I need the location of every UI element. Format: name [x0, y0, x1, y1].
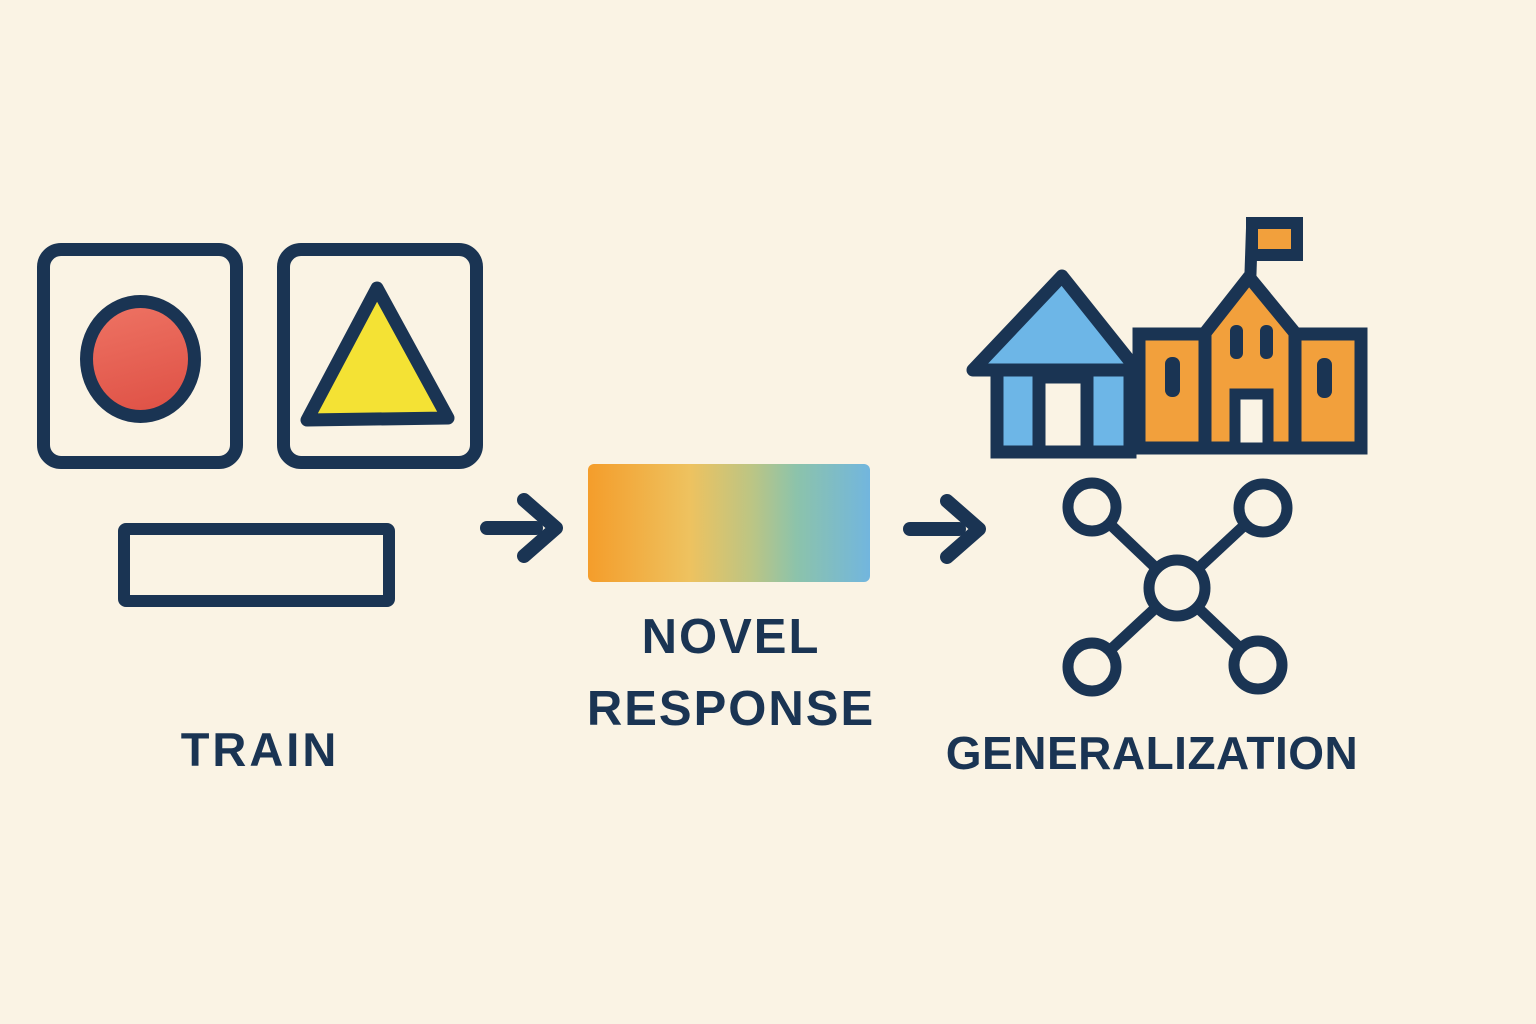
school-icon: [1132, 217, 1368, 455]
blank-rectangle-icon: [118, 523, 395, 607]
generalization-label: GENERALIZATION: [945, 727, 1359, 779]
school-wing-window-right: [1317, 358, 1332, 398]
arrow-head: [940, 494, 986, 564]
gradient-response-box: [588, 464, 870, 582]
train-card-triangle: [277, 243, 483, 469]
school-flag: [1246, 217, 1303, 261]
red-circle-icon: [80, 295, 201, 423]
arrow-head: [517, 493, 563, 563]
novel-response-label: NOVEL RESPONSE: [558, 601, 904, 745]
novel-response-label-line1: NOVEL: [641, 610, 821, 664]
school-door: [1229, 388, 1274, 454]
yellow-triangle-icon: [300, 281, 455, 427]
network-node: [1062, 637, 1122, 697]
network-node: [1062, 477, 1122, 537]
train-label: TRAIN: [180, 723, 340, 776]
arrow-right-icon: [480, 493, 563, 563]
house-icon: [966, 269, 1144, 459]
arrow-right-icon: [903, 494, 986, 564]
buildings-illustration: [966, 217, 1368, 459]
house-door: [1032, 370, 1094, 459]
school-tower-window-right: [1260, 325, 1273, 359]
novel-response-label-line2: RESPONSE: [586, 682, 876, 736]
house-roof: [966, 269, 1144, 377]
triangle-shape: [300, 281, 455, 427]
network-node: [1233, 478, 1293, 538]
train-card-circle: [37, 243, 243, 469]
school-tower-window-left: [1230, 325, 1243, 359]
school-wing-window-left: [1165, 357, 1180, 397]
network-nodes-icon: [1062, 477, 1293, 697]
network-center-node: [1143, 554, 1211, 622]
network-node: [1228, 635, 1288, 695]
